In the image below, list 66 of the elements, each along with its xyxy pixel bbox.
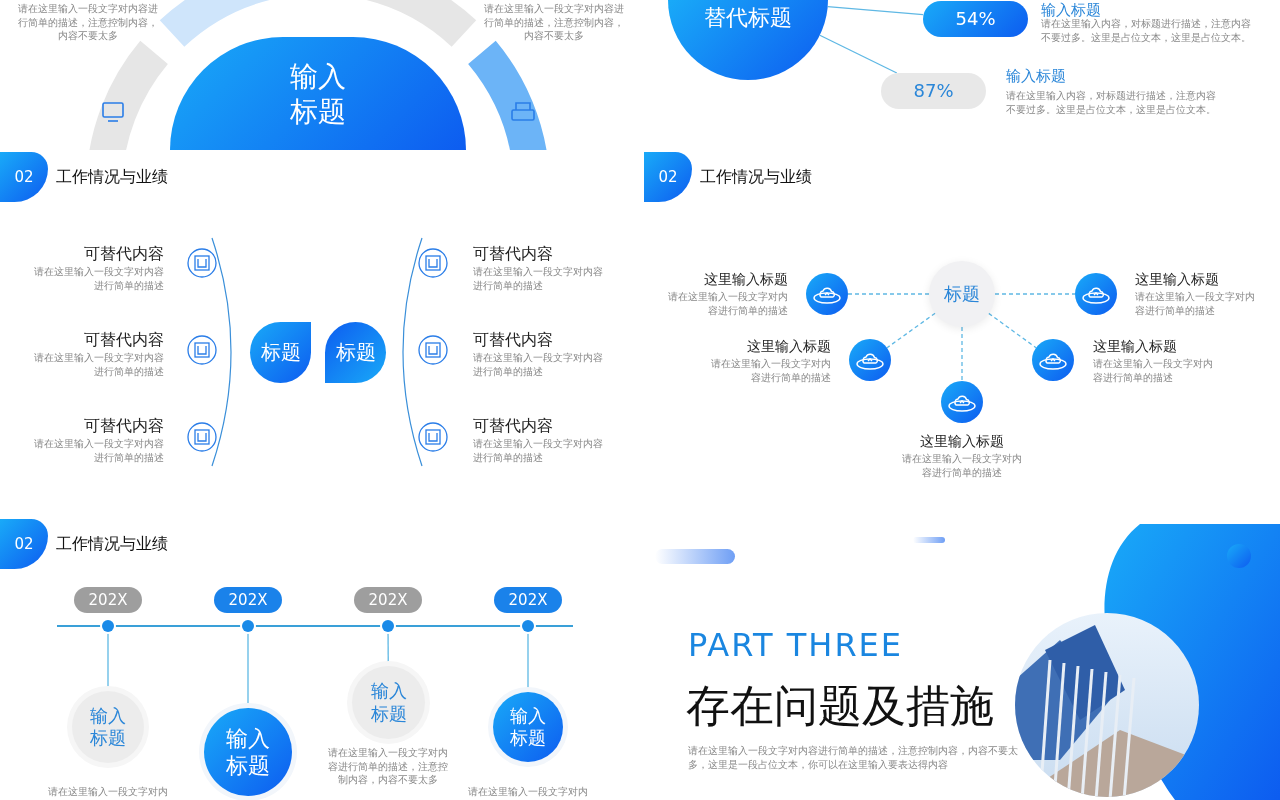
item-title: 这里输入标题 [919, 432, 1005, 451]
item-description: 请在这里输入一段文字对内容进行简单的描述 [33, 351, 164, 378]
connector-line [994, 293, 1076, 295]
item-description: 请在这里输入一段文字对内容进行简单的描述 [473, 265, 604, 292]
percent-pill: 54% [923, 1, 1028, 37]
section-heading: 工作情况与业绩 [56, 166, 169, 188]
timeline-dot [522, 620, 534, 632]
item-title: 这里输入标题 [1093, 337, 1178, 356]
title-drop: 标题 [250, 322, 311, 383]
item-description: 请在这里输入一段文字对内 [47, 785, 169, 799]
connector-line [827, 6, 924, 16]
connector-line [847, 293, 930, 295]
icon-circle [849, 339, 891, 381]
icon-circle [1032, 339, 1074, 381]
section-heading: 工作情况与业绩 [700, 166, 813, 188]
item-title: 输入标题 [1041, 0, 1101, 19]
item-description: 请在这里输入一段文字对内容进行简单的描述 [473, 351, 604, 378]
item-title: 可替代内容 [83, 243, 164, 265]
item-description: 请在这里输入一段文字对内容进行简单的描述 [711, 357, 831, 384]
item-description: 请在这里输入内容，对标题进行描述，注意内容不要过多。这里是占位文本，这里是占位文本。 [1006, 89, 1217, 116]
item-description: 请在这里输入一段文字对内容进行简单的描述，注意控制内容，内容不要太多 [484, 2, 624, 43]
item-title: 可替代内容 [473, 329, 554, 351]
item-description: 请在这里输入一段文字对内容进行简单的描述 [1135, 290, 1255, 317]
connector-line [819, 34, 898, 74]
item-description: 请在这里输入一段文字对内容进行简单的描述，注意控制内容，内容不要太多 [328, 746, 448, 787]
section-description: 请在这里输入一段文字对内容进行简单的描述，注意控制内容，内容不要太多，这里是一段占位文本，你可以在这里输入要表达得内容 [688, 744, 1018, 771]
item-description: 请在这里输入一段文字对内容进行简单的描述 [668, 290, 788, 317]
year-pill: 202X [354, 587, 422, 613]
connector-line [988, 312, 1037, 349]
item-title: 可替代内容 [473, 243, 554, 265]
item-title: 这里输入标题 [703, 270, 788, 289]
connector-line [886, 312, 936, 349]
year-pill: 202X [74, 587, 142, 613]
section-badge: 02 [644, 152, 692, 202]
item-title: 可替代内容 [83, 415, 164, 437]
item-description: 请在这里输入一段文字对内容进行简单的描述 [902, 452, 1022, 479]
item-title: 可替代内容 [473, 415, 554, 437]
timeline-dot [102, 620, 114, 632]
part-heading: PART THREE [688, 628, 905, 664]
section-badge: 02 [0, 152, 48, 202]
item-title: 输入标题 [1006, 66, 1067, 87]
item-title: 可替代内容 [83, 329, 164, 351]
year-pill: 202X [214, 587, 282, 613]
item-description: 请在这里输入一段文字对内容进行简单的描述 [473, 437, 604, 464]
item-description: 请在这里输入一段文字对内容进行简单的描述，注意控制内容，内容不要太多 [18, 2, 158, 43]
icon-circle [941, 381, 983, 423]
title-semicircle: 输入标题 [170, 37, 466, 150]
item-description: 请在这里输入内容，对标题进行描述，注意内容不要过多。这里是占位文本，这里是占位文本。 [1041, 18, 1252, 44]
item-description: 请在这里输入一段文字对内容进行简单的描述 [33, 265, 164, 292]
section-title: 存在问题及措施 [686, 679, 995, 733]
item-description: 请在这里输入一段文字对内容进行简单的描述 [1093, 357, 1213, 384]
item-title: 这里输入标题 [1135, 270, 1220, 289]
section-badge: 02 [0, 519, 48, 569]
icon-circle [1075, 273, 1117, 315]
item-title: 这里输入标题 [746, 337, 831, 356]
section-heading: 工作情况与业绩 [56, 533, 169, 555]
timeline-dot [382, 620, 394, 632]
connector-line [961, 326, 963, 382]
year-pill: 202X [494, 587, 562, 613]
title-circle: 标题 [929, 261, 995, 327]
icon-circle [806, 273, 848, 315]
percent-pill: 87% [881, 73, 986, 109]
item-description: 请在这里输入一段文字对内 [467, 785, 589, 799]
item-description: 请在这里输入一段文字对内容进行简单的描述 [33, 437, 164, 464]
timeline-dot [242, 620, 254, 632]
title-drop: 标题 [325, 322, 386, 383]
